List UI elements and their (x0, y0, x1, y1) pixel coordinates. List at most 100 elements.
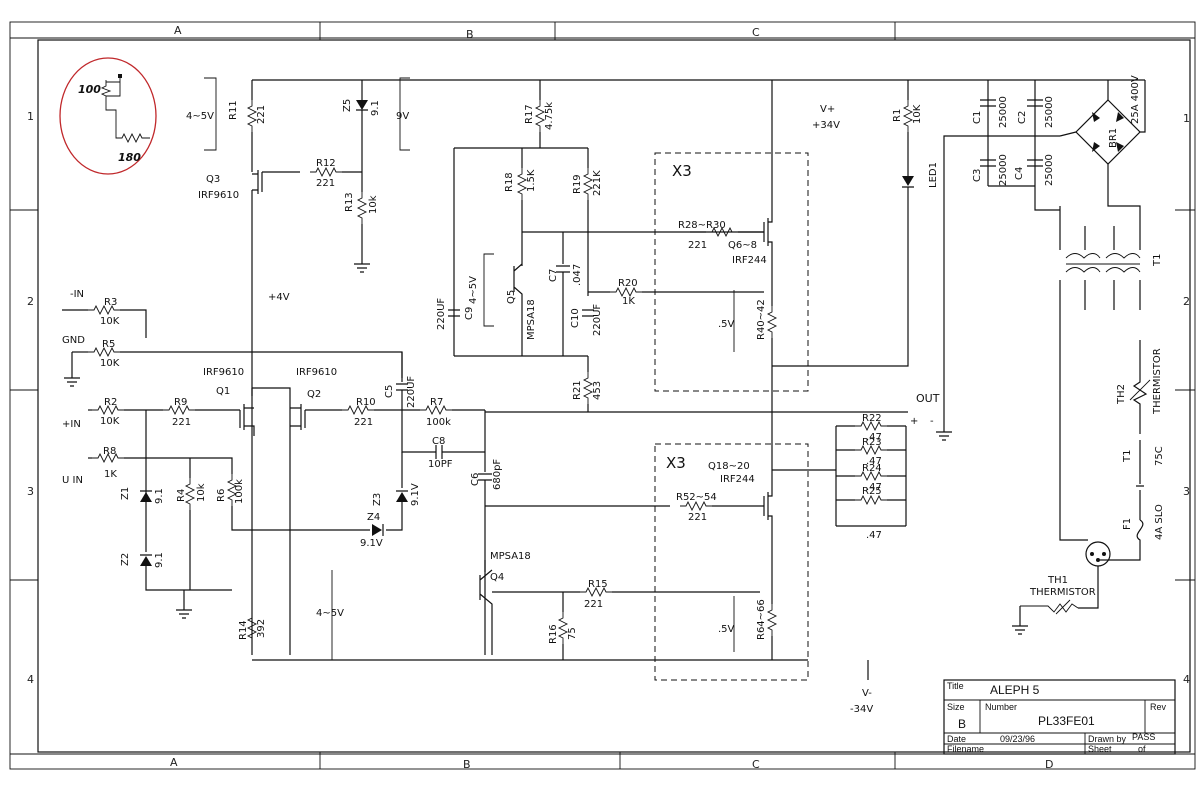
r20-label: R20 (618, 278, 638, 289)
led-label: LED1 (928, 162, 939, 188)
of-field-label: of (1138, 744, 1146, 754)
r18-label: R18 (504, 172, 515, 192)
r11-label: R11 (228, 100, 239, 120)
c10-value: 220UF (592, 304, 603, 336)
r40-label: R40~42 (756, 299, 767, 340)
q5-type: MPSA18 (526, 299, 537, 340)
br1-label: BR1 (1108, 128, 1119, 148)
t75-label: 75C (1154, 446, 1165, 466)
q18-label: Q18~20 (708, 461, 750, 472)
out-label: OUT (916, 392, 940, 405)
zone-row-1: 1 (27, 110, 34, 123)
z1-label: Z1 (120, 487, 131, 500)
t1b-label: T1 (1122, 450, 1133, 463)
date-field-label: Date (947, 734, 966, 744)
v5a-label: .5V (718, 319, 735, 330)
z2-label: Z2 (120, 553, 131, 566)
number-field-label: Number (985, 702, 1017, 712)
c7-label: C7 (548, 269, 559, 282)
r12-label: R12 (316, 158, 336, 169)
c9-value: 220UF (436, 298, 447, 330)
title-field-label: Title (947, 681, 964, 691)
c2-value: 25000 (1044, 96, 1055, 128)
zone-col-b-top: B (466, 28, 474, 41)
q2-type: IRF9610 (296, 367, 337, 378)
out-minus: - (930, 416, 934, 427)
x3-upper-box (654, 152, 809, 392)
c9-label: C9 (464, 307, 475, 320)
protection-chain: TH2 THERMISTOR T1 75C F1 4A SLO TH1 THER… (1012, 348, 1165, 635)
t1-label: T1 (1152, 254, 1163, 267)
q6-label: Q6~8 (728, 240, 757, 251)
r52-value: 221 (688, 512, 707, 523)
r6-label: R6 (216, 489, 227, 502)
x3-lower-box (654, 443, 809, 681)
r4-value: 10k (196, 483, 207, 502)
filter-capacitors: C1 25000 C2 25000 C3 25000 C4 25000 (972, 80, 1060, 211)
r17-label: R17 (524, 104, 535, 124)
r25-label: R25 (862, 486, 882, 497)
z5-label: Z5 (342, 99, 353, 112)
th1-label: TH1 (1047, 575, 1068, 586)
q1-label: Q1 (216, 386, 230, 397)
number-value: PL33FE01 (1038, 714, 1095, 728)
r1-value: 10K (912, 104, 923, 124)
r19-label: R19 (572, 174, 583, 194)
r9-value: 221 (172, 417, 191, 428)
bridge-rectifier: BR1 25A 400V (1059, 75, 1146, 226)
c4-value: 25000 (1044, 154, 1055, 186)
q1-type: IRF9610 (203, 367, 244, 378)
c1-value: 25000 (998, 96, 1009, 128)
v45b-label: 4~5V (316, 608, 344, 619)
th1-type: THERMISTOR (1029, 587, 1096, 598)
red-annotation: 100 180 (59, 57, 157, 175)
f1-label: F1 (1122, 518, 1133, 530)
c6-value: 680pF (492, 459, 503, 490)
input-pair: IRF9610 Q1 IRF9610 Q2 R10 221 R7 100k C5… (203, 80, 808, 661)
r8-value: 1K (104, 469, 117, 480)
size-value: B (958, 717, 966, 731)
zone-row-4: 4 (27, 673, 34, 686)
c2-label: C2 (1017, 111, 1028, 124)
z3-label: Z3 (372, 493, 383, 506)
output-upper: X3 R28~R30 221 Q6~8 IRF244 R40~42 .5V (654, 80, 809, 412)
v5b-label: .5V (718, 624, 735, 635)
r23-label: R23 (862, 437, 882, 448)
r52-label: R52~54 (676, 492, 717, 503)
r25-value: .47 (866, 530, 882, 541)
r16-value: 75 (567, 627, 578, 640)
z2-value: 9.1 (154, 552, 165, 568)
r13-value: 10k (368, 195, 379, 214)
r14-label: R14 (238, 620, 249, 640)
zone-col-d-bottom: D (1045, 758, 1053, 771)
q5-label: Q5 (506, 290, 517, 304)
v45a-label: 4~5V (186, 111, 214, 122)
c8-label: C8 (432, 436, 445, 447)
vplus-value: +34V (812, 120, 840, 131)
zone-col-b-bottom: B (463, 758, 471, 771)
zone-col-c-top: C (752, 26, 760, 39)
r10-label: R10 (356, 397, 376, 408)
r10-value: 221 (354, 417, 373, 428)
c7-value: .047 (572, 264, 583, 286)
r12-value: 221 (316, 178, 335, 189)
q3-label: Q3 (206, 174, 220, 185)
vplus-label: V+ (820, 104, 835, 115)
q18-type: IRF244 (720, 474, 755, 485)
r18-value: 1.5K (526, 169, 537, 192)
z1-value: 9.1 (154, 488, 165, 504)
v45c-label: 4~5V (468, 276, 479, 304)
q4-type: MPSA18 (490, 551, 531, 562)
q3-section: R11 221 4~5V Q3 IRF9610 R12 221 Z5 9.1 9… (186, 77, 1145, 303)
r7-label: R7 (430, 397, 443, 408)
br1-value: 25A 400V (1130, 75, 1141, 124)
r15-value: 221 (584, 599, 603, 610)
z4-label: Z4 (367, 512, 380, 523)
r13-label: R13 (344, 192, 355, 212)
input-section: -IN R3 10K GND R5 10K +IN R2 10K R9 221 … (62, 289, 403, 619)
r64-label: R64~66 (756, 599, 767, 640)
date-value: 09/23/96 (1000, 734, 1035, 744)
vminus-value: -34V (850, 704, 873, 715)
title-value: ALEPH 5 (990, 683, 1040, 697)
output-lower: X3 R52~54 221 Q18~20 IRF244 R64~66 .5V (485, 412, 836, 681)
